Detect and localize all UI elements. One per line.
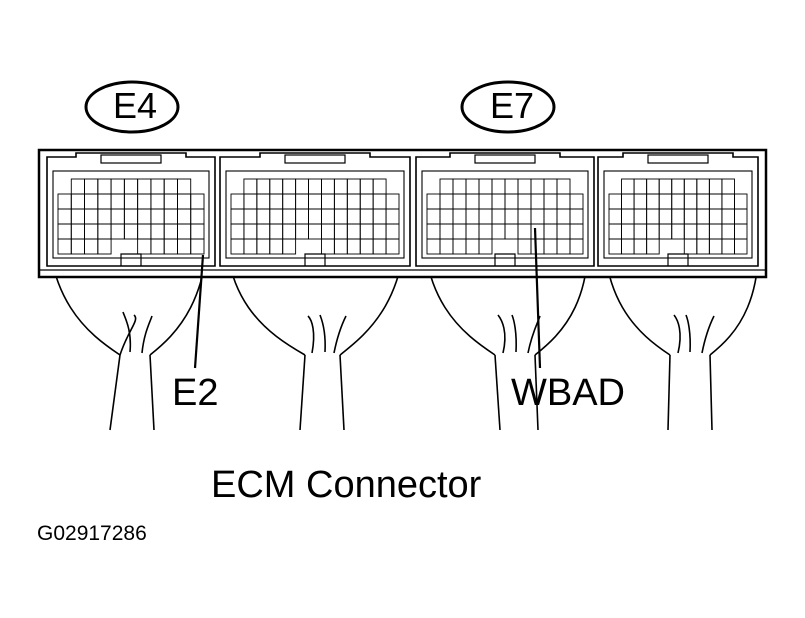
e4-lock-tab [100,154,162,164]
e5-lock-tab [284,154,346,164]
e4-bottom-key [120,253,142,266]
e5-terminal-cell [385,238,400,255]
e2-terminal-label: E2 [172,372,219,414]
e4-block-outline [46,152,216,267]
wbad-terminal-label: WBAD [511,372,625,414]
e5-bottom-key [304,253,326,266]
e8-lock-tab [647,154,709,164]
e4-terminal-cell [190,238,205,255]
e8-block-outline [597,152,759,267]
figure-code: G02917286 [37,522,147,545]
e8-bottom-key [667,253,689,266]
diagram-title: ECM Connector [211,464,482,506]
e5-terminal-cell [282,238,297,255]
e5-block-outline [219,152,411,267]
e4-terminal-cell [97,238,112,255]
e8-terminal-cell [646,238,660,255]
e7-terminal-cell [569,238,584,255]
e7-inner-frame [421,170,589,259]
e2-leader-line [193,254,205,369]
e7-block-outline [415,152,595,267]
wbad-leader-line [533,227,542,369]
e8-inner-frame [603,170,753,259]
e8-terminal-cell [734,238,748,255]
e7-connector-label: E7 [490,85,535,126]
e7-callout-ellipse [460,80,556,134]
e7-terminal-cell [478,238,493,255]
e7-lock-tab [474,154,536,164]
e5-inner-frame [225,170,405,259]
e4-callout-ellipse [84,80,180,134]
wire-harness [46,199,760,431]
e7-bottom-key [494,253,516,266]
e4-inner-frame [52,170,210,259]
connector-blocks [46,152,759,267]
e4-connector-label: E4 [113,85,158,126]
